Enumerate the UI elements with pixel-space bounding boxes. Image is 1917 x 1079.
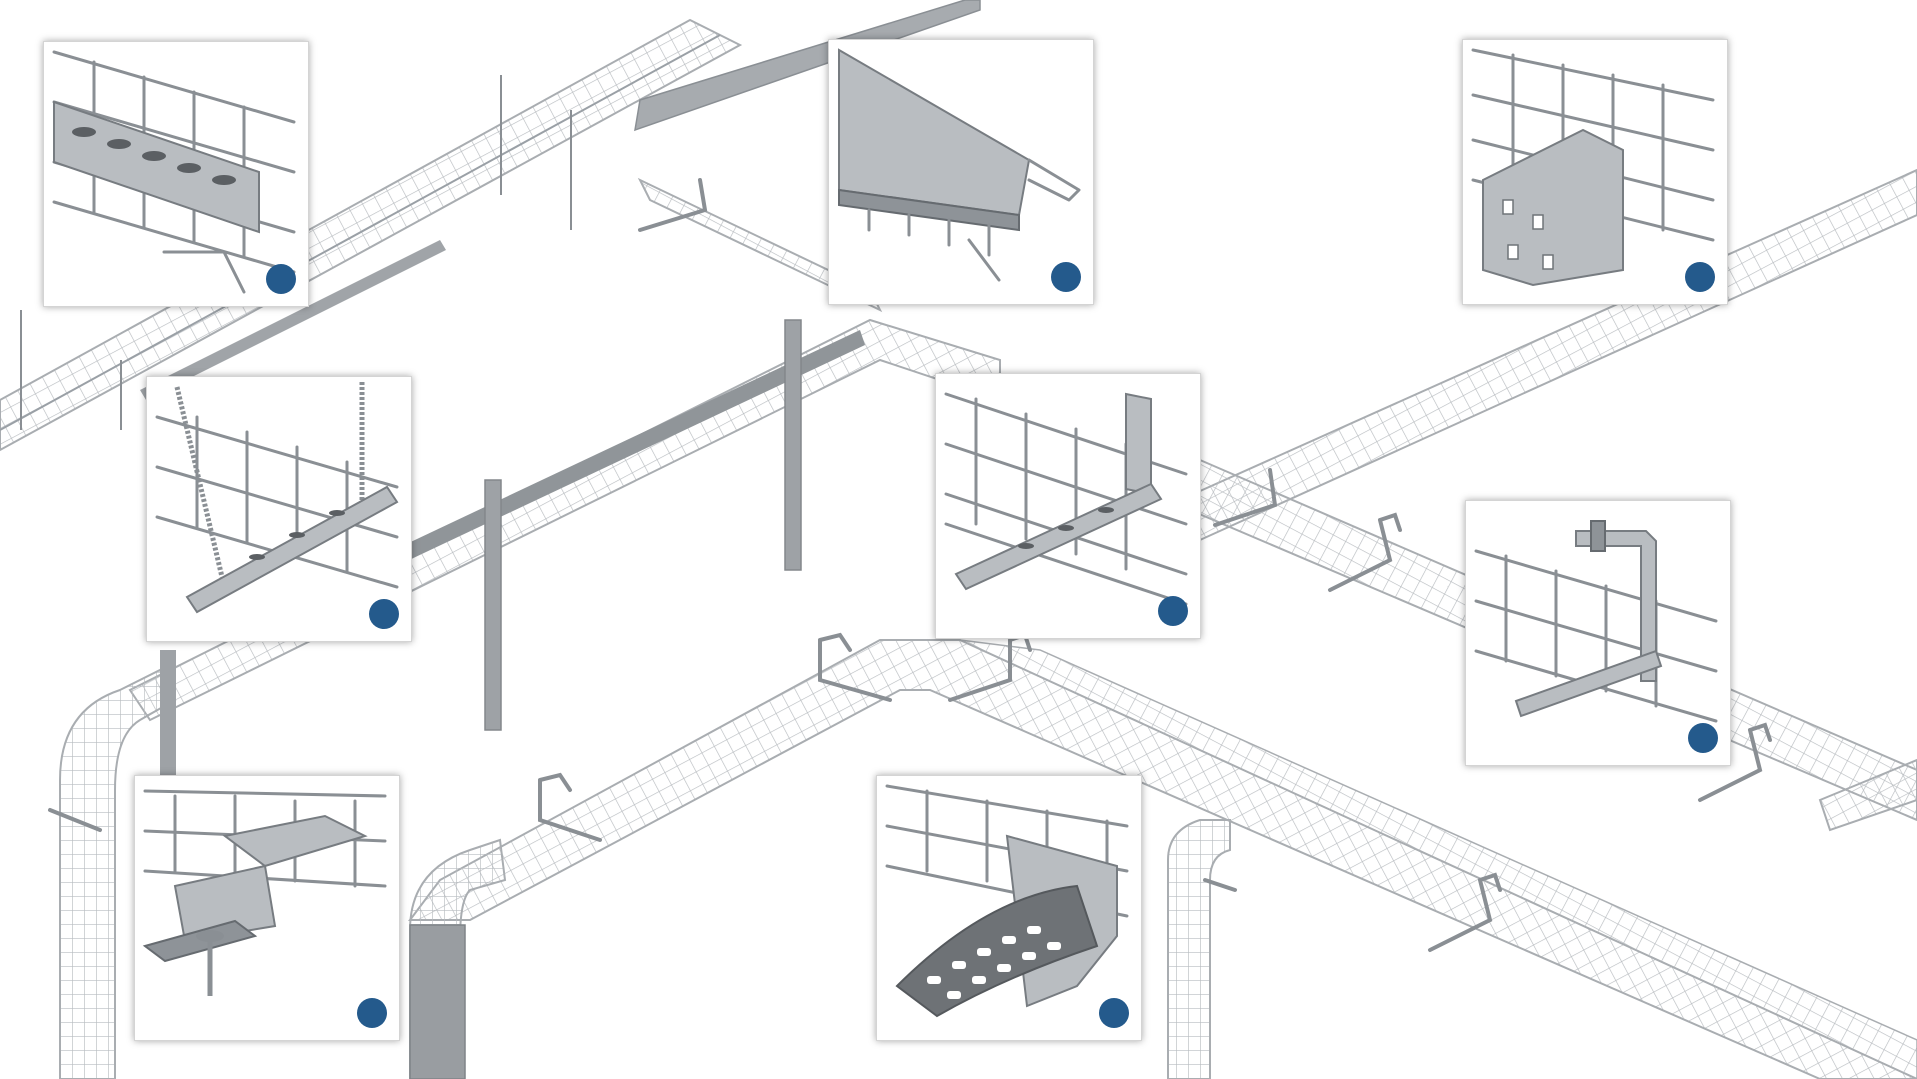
hotspot-marker[interactable] xyxy=(1688,723,1718,753)
hotspot-marker[interactable] xyxy=(1099,998,1129,1028)
tray-tee-lower xyxy=(408,639,1917,1079)
product-card-wall-mount-channel[interactable] xyxy=(935,373,1201,639)
hotspot-marker[interactable] xyxy=(1158,596,1188,626)
product-card-floor-bracket[interactable] xyxy=(134,775,400,1041)
hotspot-marker[interactable] xyxy=(357,998,387,1028)
hotspot-marker[interactable] xyxy=(266,264,296,294)
ceiling-hanger-icon xyxy=(1474,520,1718,723)
tray-run-upper-left xyxy=(0,0,981,452)
wall-bracket-icon xyxy=(1471,48,1715,287)
product-card-wall-bracket[interactable] xyxy=(1462,39,1728,305)
splice-coupler-icon xyxy=(52,50,296,294)
tray-cover-icon xyxy=(838,48,1081,282)
product-card-cover[interactable] xyxy=(828,39,1094,305)
product-card-threaded-rod-support[interactable] xyxy=(146,376,412,642)
hotspot-marker[interactable] xyxy=(1051,262,1081,292)
product-card-ceiling-hanger[interactable] xyxy=(1465,500,1731,766)
drop-out-plate-icon xyxy=(885,784,1129,1018)
threaded-rod-support-icon xyxy=(155,382,399,614)
hotspot-marker[interactable] xyxy=(1685,262,1715,292)
hotspot-marker[interactable] xyxy=(369,599,399,629)
wall-mount-channel-icon xyxy=(944,392,1188,606)
tray-vertical-drops xyxy=(59,650,1231,1079)
floor-bracket-icon xyxy=(142,789,387,996)
product-card-drop-out[interactable] xyxy=(876,775,1142,1041)
product-card-coupler[interactable] xyxy=(43,41,309,307)
